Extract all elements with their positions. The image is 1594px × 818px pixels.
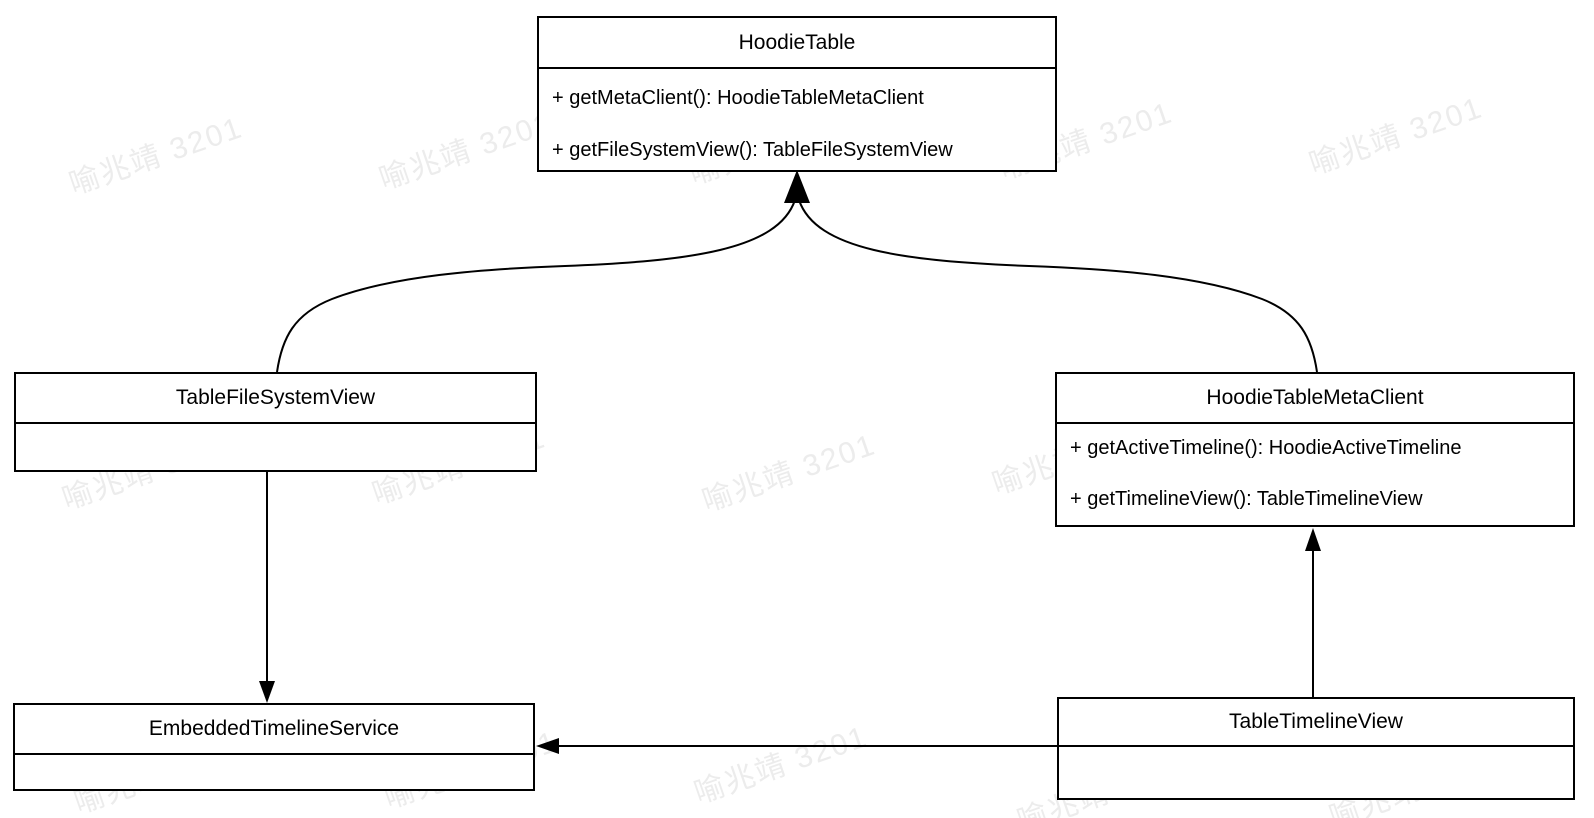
arrowhead-up-hoodietable xyxy=(784,170,810,203)
class-title: HoodieTable xyxy=(539,18,1055,69)
class-tabletimelineview: TableTimelineView xyxy=(1057,697,1575,800)
class-embeddedtimelineservice: EmbeddedTimelineService xyxy=(13,703,535,791)
class-tablefilesystemview: TableFileSystemView xyxy=(14,372,537,472)
class-methods-empty xyxy=(1059,747,1573,798)
class-hoodietable: HoodieTable + getMetaClient(): HoodieTab… xyxy=(537,16,1057,172)
edge-tablefilesystemview-to-hoodietable xyxy=(276,199,796,373)
arrowhead-down-embeddedtimelineservice xyxy=(259,681,275,703)
class-method: + getFileSystemView(): TableFileSystemVi… xyxy=(552,139,953,161)
class-methods-empty xyxy=(16,424,535,470)
class-method: + getMetaClient(): HoodieTableMetaClient xyxy=(552,87,924,109)
class-method: + getActiveTimeline(): HoodieActiveTimel… xyxy=(1070,437,1462,459)
class-title: TableTimelineView xyxy=(1059,699,1573,747)
arrowhead-up-hoodietablemetaclient xyxy=(1305,528,1321,551)
class-title: HoodieTableMetaClient xyxy=(1057,374,1573,424)
class-title: TableFileSystemView xyxy=(16,374,535,424)
class-methods-empty xyxy=(15,755,533,789)
edge-hoodietablemetaclient-to-hoodietable xyxy=(798,199,1318,373)
class-method: + getTimelineView(): TableTimelineView xyxy=(1070,488,1423,510)
arrowhead-left-embeddedtimelineservice xyxy=(536,738,559,754)
class-methods: + getActiveTimeline(): HoodieActiveTimel… xyxy=(1057,424,1573,525)
class-title: EmbeddedTimelineService xyxy=(15,705,533,755)
class-methods: + getMetaClient(): HoodieTableMetaClient… xyxy=(539,69,1055,170)
class-hoodietablemetaclient: HoodieTableMetaClient + getActiveTimelin… xyxy=(1055,372,1575,527)
